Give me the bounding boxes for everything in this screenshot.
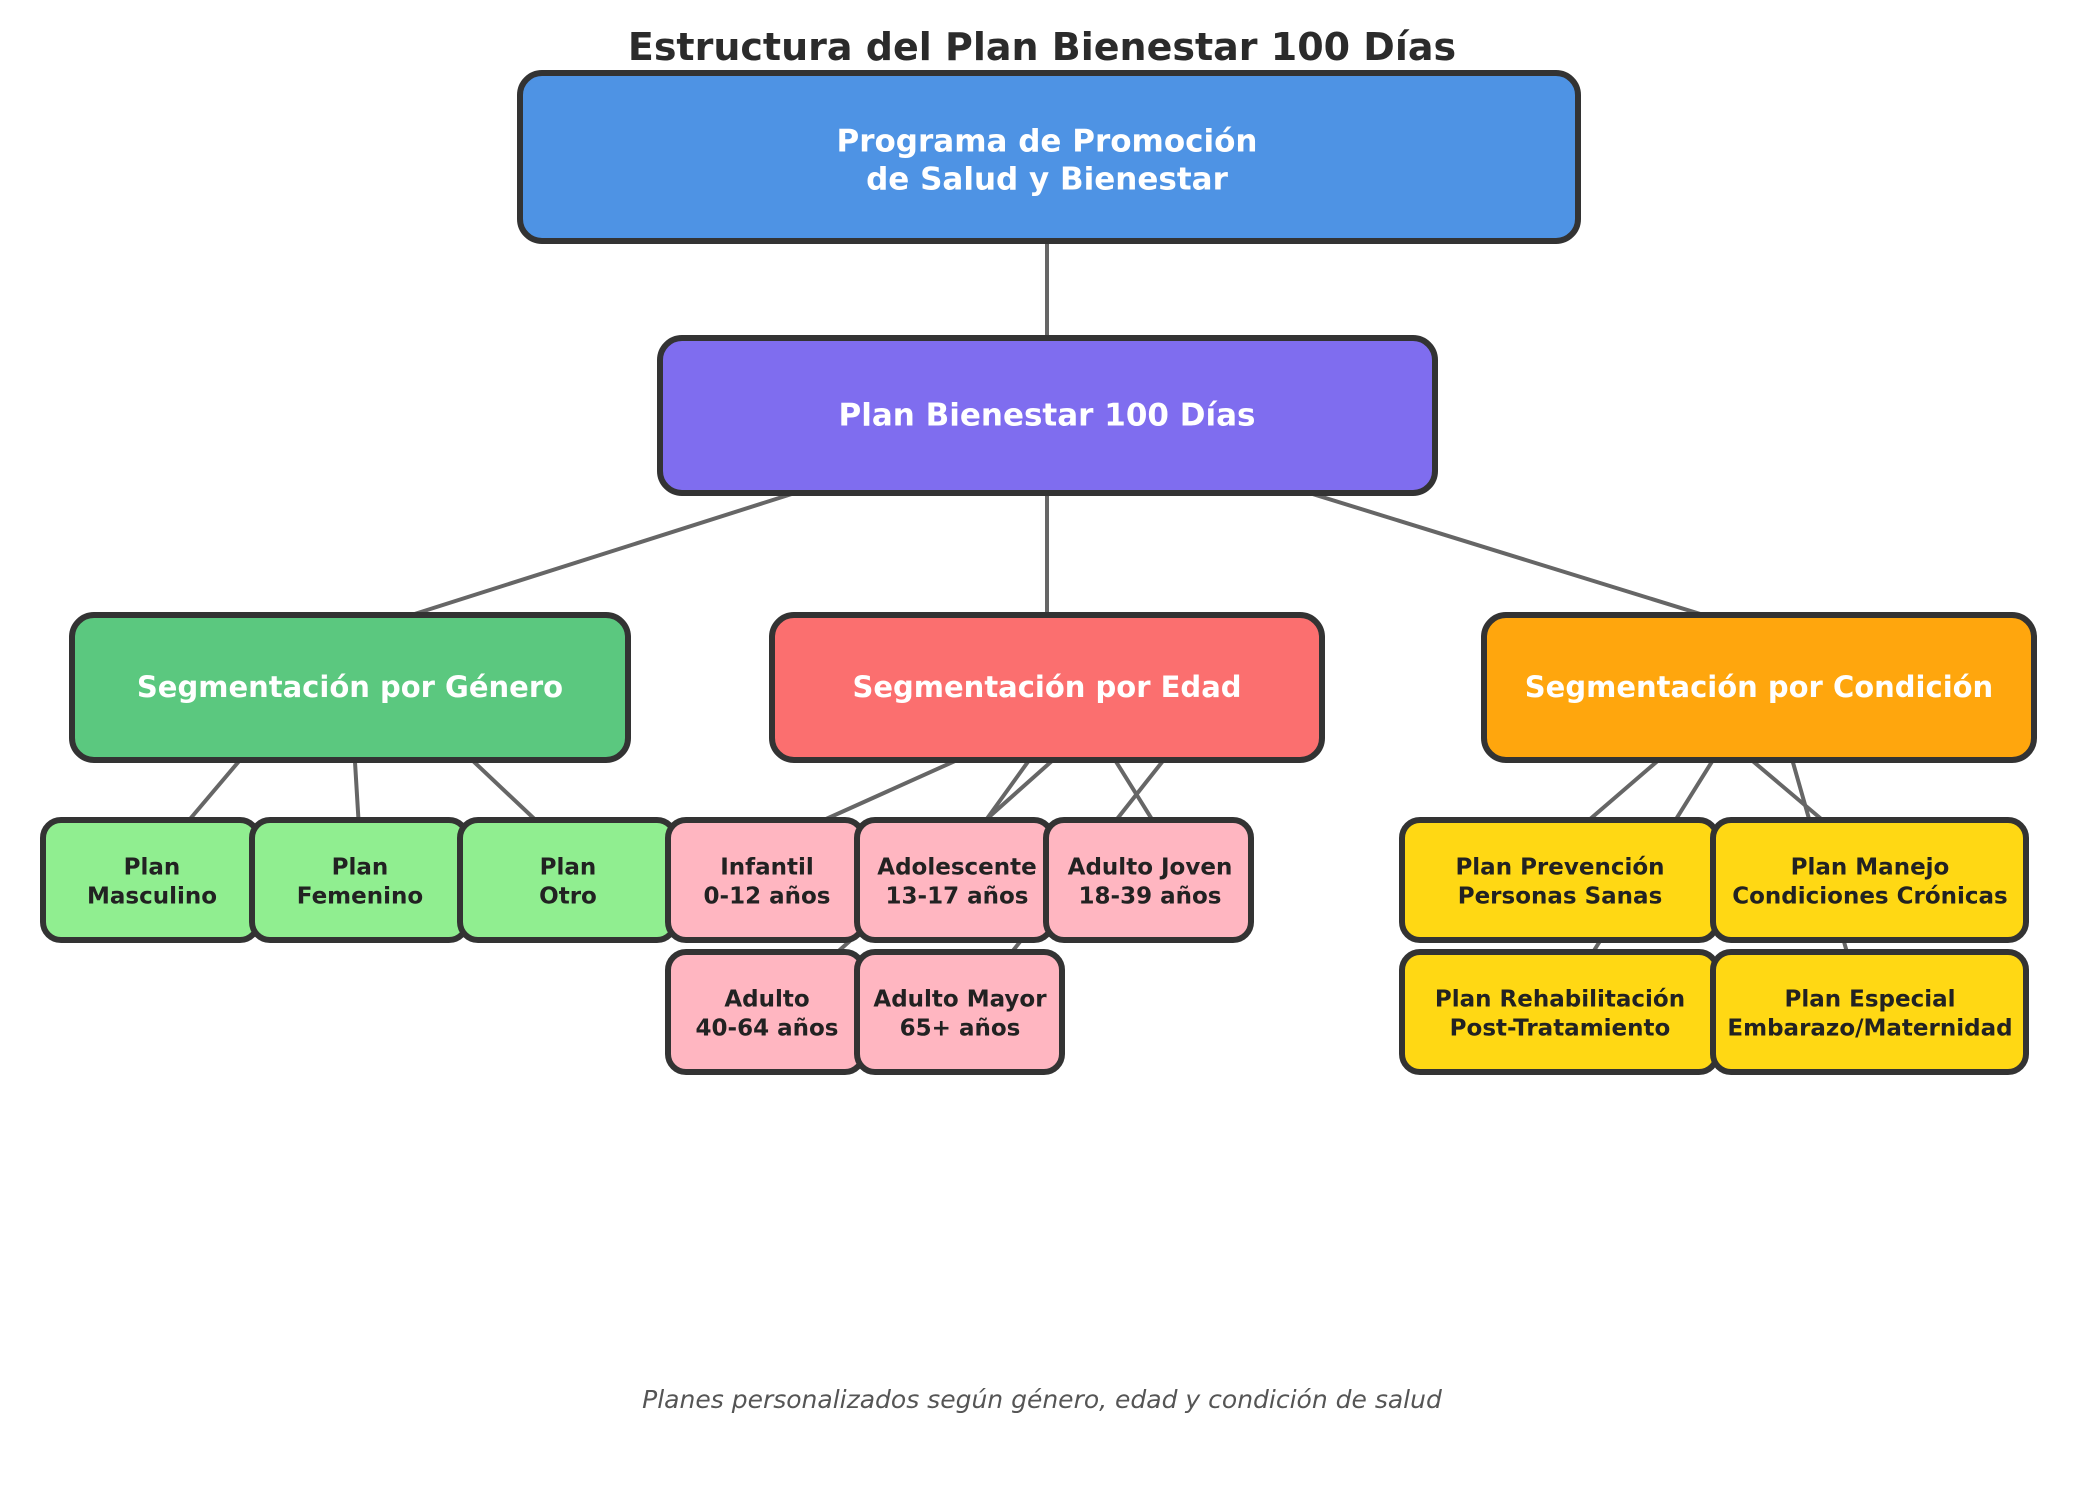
node-label-adulto-joven-line1: Adulto Joven xyxy=(1068,855,1233,881)
node-plan-manejo[interactable]: Plan Manejo Condiciones Crónicas xyxy=(1710,817,2029,943)
node-label-plan-especial-line1: Plan Especial xyxy=(1784,987,1955,1013)
node-adolescente[interactable]: Adolescente 13-17 años xyxy=(854,817,1055,943)
node-label-plan: Plan Bienestar 100 Días xyxy=(838,398,1255,434)
node-box-plan[interactable] xyxy=(657,335,1438,496)
node-label-root-line1: Programa de Promoción xyxy=(837,124,1258,160)
node-label-infantil-line1: Infantil xyxy=(720,855,814,881)
node-plan-prevencion[interactable]: Plan Prevención Personas Sanas xyxy=(1399,817,1720,943)
footer-caption: Planes personalizados según género, edad… xyxy=(642,1385,1442,1414)
node-label-adulto-mayor-line1: Adulto Mayor xyxy=(873,987,1047,1013)
node-segmentacion-edad[interactable]: Segmentación por Edad xyxy=(769,612,1325,763)
node-label-root-line2: de Salud y Bienestar xyxy=(866,162,1228,198)
page-title: Estructura del Plan Bienestar 100 Días xyxy=(628,25,1456,69)
node-label-adolescente-line2: 13-17 años xyxy=(886,884,1029,910)
node-label-plan-manejo-line2: Condiciones Crónicas xyxy=(1732,884,2008,910)
node-segmentacion-condicion[interactable]: Segmentación por Condición xyxy=(1481,612,2037,763)
node-label-segmentacion-edad: Segmentación por Edad xyxy=(852,670,1241,704)
node-label-plan-femenino-line1: Plan xyxy=(332,855,389,881)
node-box-segmentacion-edad[interactable] xyxy=(769,612,1325,763)
node-label-adulto-line1: Adulto xyxy=(724,987,809,1013)
node-plan-otro[interactable]: Plan Otro xyxy=(457,817,678,943)
node-label-segmentacion-genero: Segmentación por Género xyxy=(137,670,563,704)
node-label-adolescente-line1: Adolescente xyxy=(877,855,1036,881)
node-plan-masculino[interactable]: Plan Masculino xyxy=(40,817,261,943)
node-label-plan-rehabilitacion-line2: Post-Tratamiento xyxy=(1450,1016,1671,1042)
node-infantil[interactable]: Infantil 0-12 años xyxy=(665,817,866,943)
node-label-plan-prevencion-line1: Plan Prevención xyxy=(1455,855,1664,881)
node-adulto-mayor[interactable]: Adulto Mayor 65+ años xyxy=(854,949,1065,1075)
node-label-plan-masculino-line1: Plan xyxy=(124,855,181,881)
node-label-segmentacion-condicion: Segmentación por Condición xyxy=(1525,670,1993,704)
node-plan-bienestar-100-dias[interactable]: Plan Bienestar 100 Días xyxy=(657,335,1438,496)
node-box-plan-especial[interactable] xyxy=(1710,949,2029,1075)
node-label-plan-manejo-line1: Plan Manejo xyxy=(1791,855,1950,881)
node-segmentacion-genero[interactable]: Segmentación por Género xyxy=(69,612,631,763)
node-box-segmentacion-genero[interactable] xyxy=(69,612,631,763)
node-box-plan-manejo[interactable] xyxy=(1710,817,2029,943)
node-adulto[interactable]: Adulto 40-64 años xyxy=(665,949,866,1075)
node-label-infantil-line2: 0-12 años xyxy=(704,884,831,910)
node-box-adulto-mayor[interactable] xyxy=(854,949,1065,1075)
node-box-segmentacion-condicion[interactable] xyxy=(1481,612,2037,763)
node-programa-promocion[interactable]: Programa de Promoción de Salud y Bienest… xyxy=(517,70,1581,244)
node-box-root[interactable] xyxy=(517,70,1581,244)
node-plan-especial[interactable]: Plan Especial Embarazo/Maternidad xyxy=(1710,949,2029,1075)
node-adulto-joven[interactable]: Adulto Joven 18-39 años xyxy=(1043,817,1254,943)
node-label-adulto-line2: 40-64 años xyxy=(696,1016,839,1042)
edge-plan-to-genero xyxy=(356,483,822,634)
node-plan-rehabilitacion[interactable]: Plan Rehabilitación Post-Tratamiento xyxy=(1399,949,1720,1075)
node-label-plan-prevencion-line2: Personas Sanas xyxy=(1458,884,1663,910)
node-label-plan-otro-line1: Plan xyxy=(540,855,597,881)
node-label-plan-masculino-line2: Masculino xyxy=(87,884,217,910)
node-label-adulto-joven-line2: 18-39 años xyxy=(1079,884,1222,910)
node-label-plan-femenino-line2: Femenino xyxy=(297,884,423,910)
node-label-plan-especial-line2: Embarazo/Maternidad xyxy=(1727,1016,2012,1042)
edge-plan-to-condicion xyxy=(1288,485,1754,632)
node-label-plan-rehabilitacion-line1: Plan Rehabilitación xyxy=(1435,987,1685,1013)
node-label-adulto-mayor-line2: 65+ años xyxy=(900,1016,1021,1042)
node-plan-femenino[interactable]: Plan Femenino xyxy=(249,817,470,943)
node-box-adulto-joven[interactable] xyxy=(1043,817,1254,943)
node-label-plan-otro-line2: Otro xyxy=(539,884,597,910)
